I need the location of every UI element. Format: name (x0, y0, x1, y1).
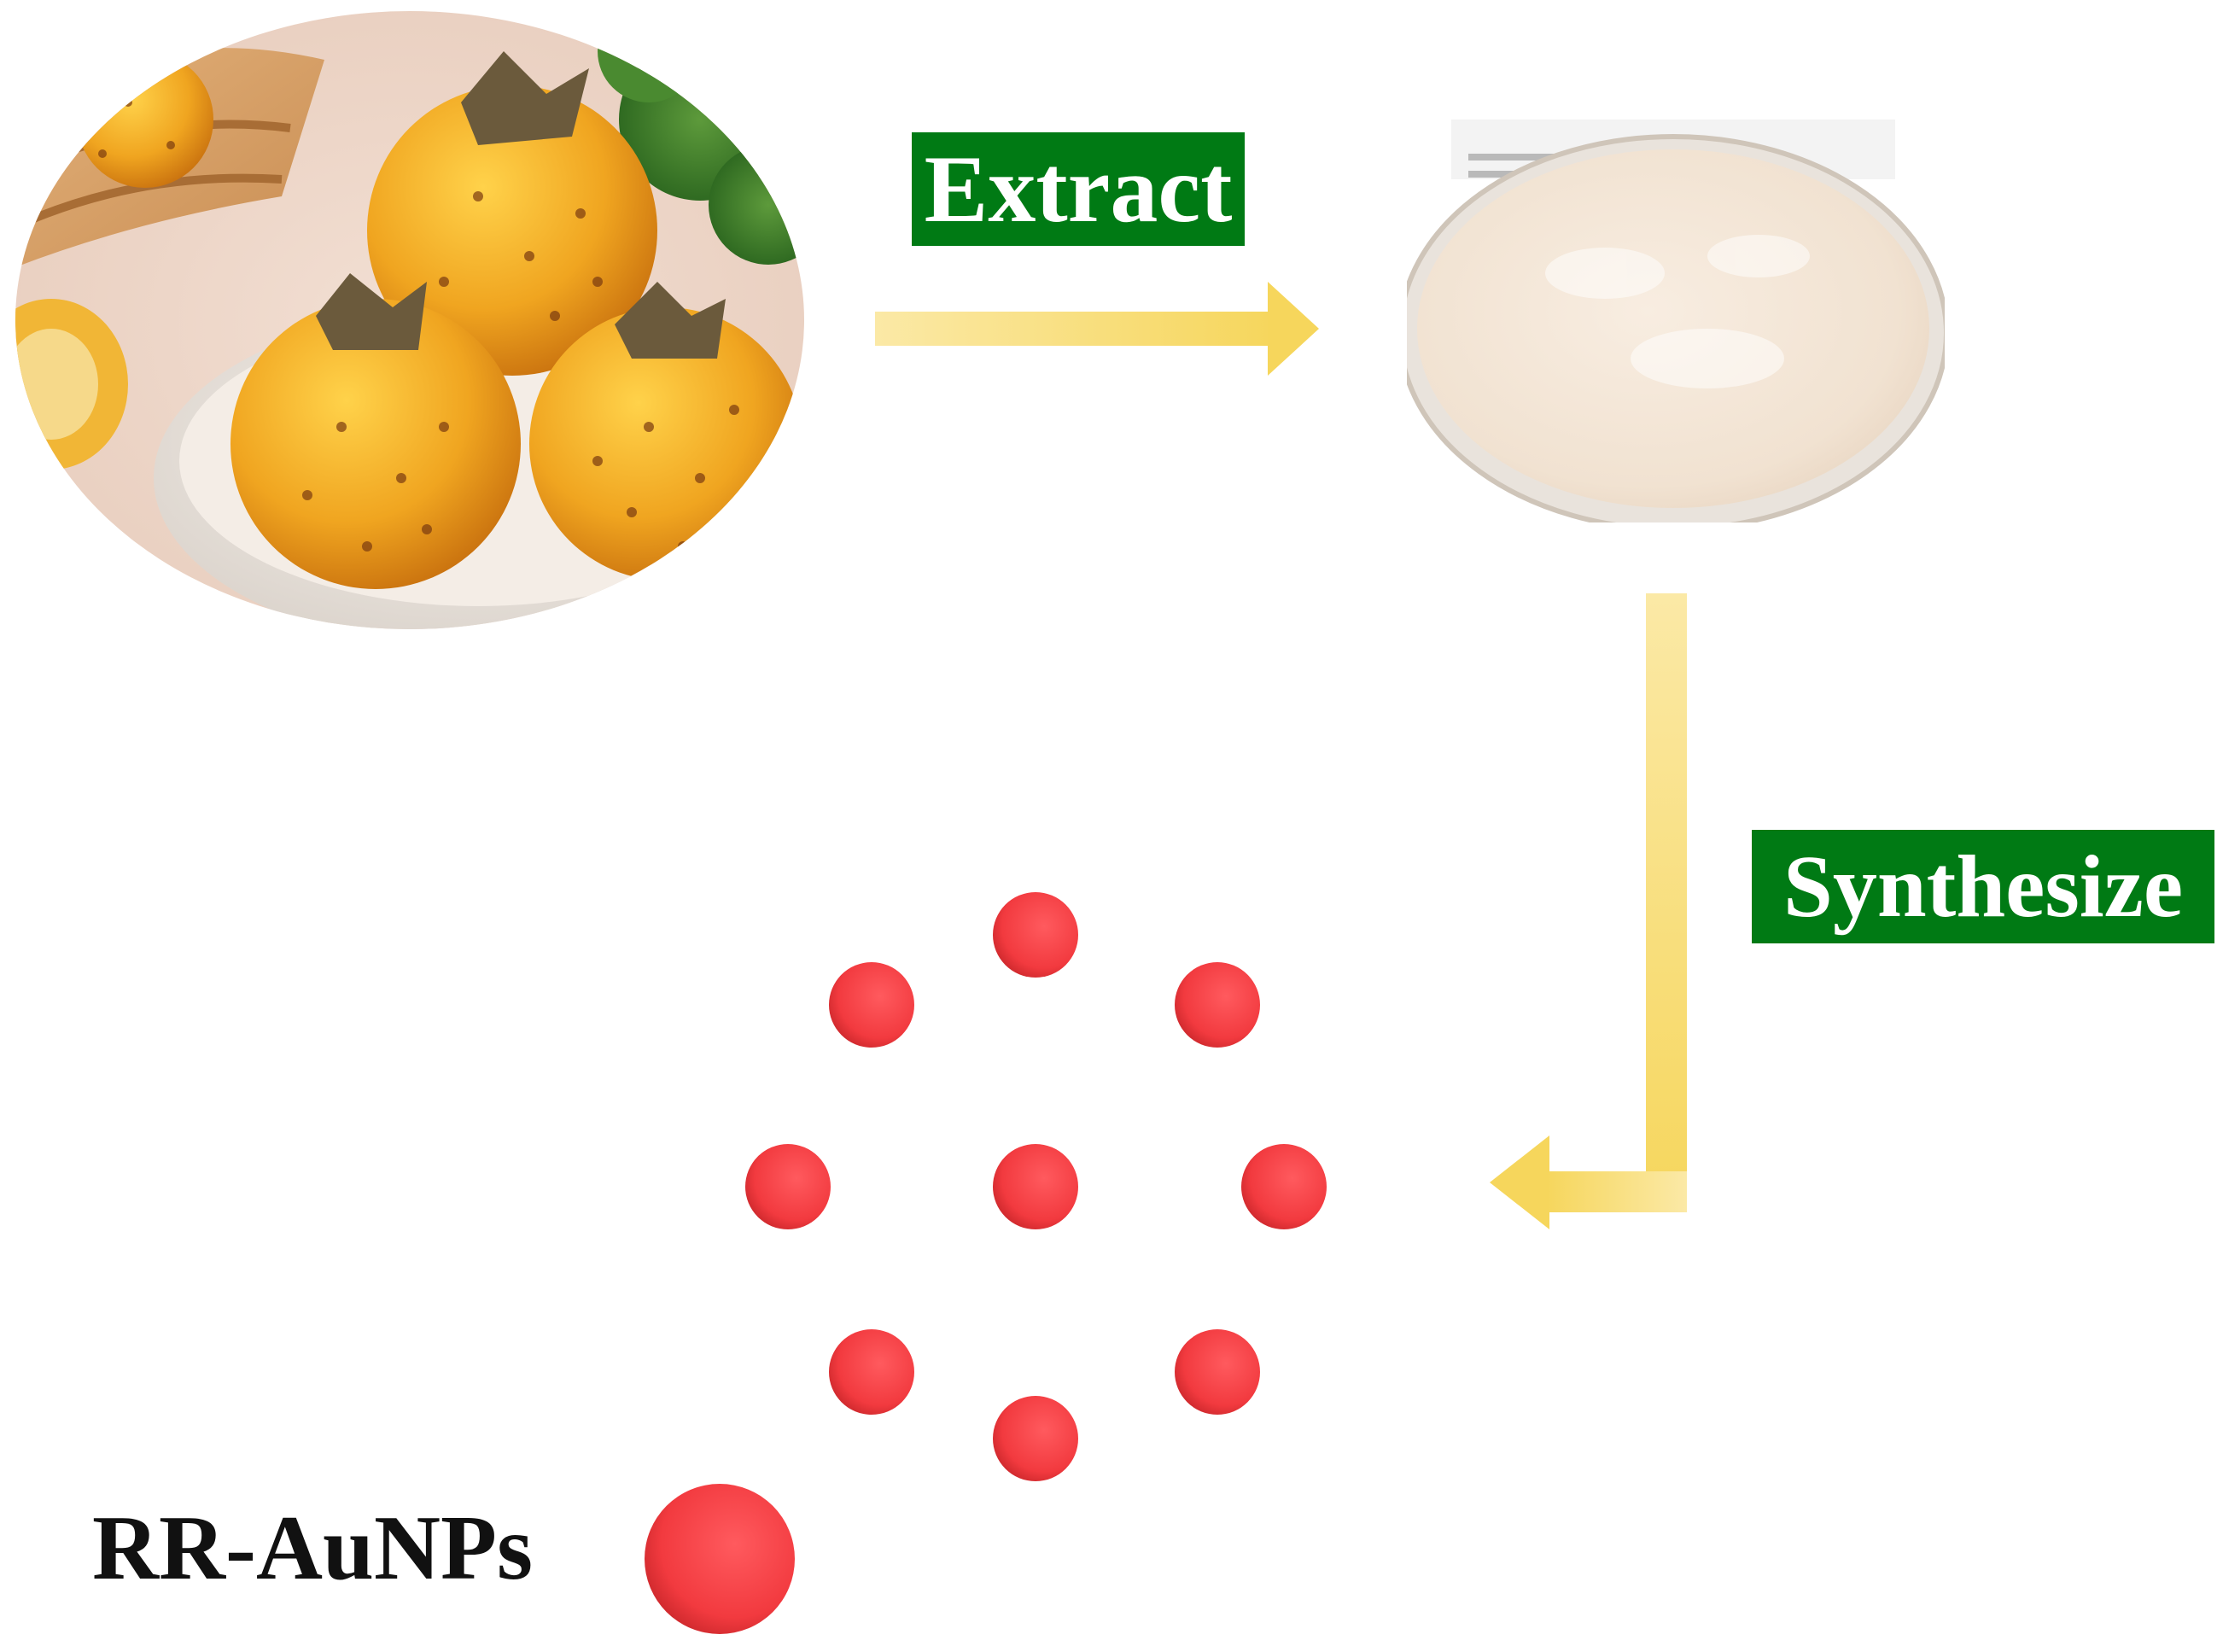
legend-particle-icon (645, 1484, 795, 1634)
extract-label: Extract (912, 132, 1245, 246)
nanoparticle-cluster (745, 892, 1327, 1481)
extract-arrow (875, 282, 1319, 376)
nanoparticle (1175, 1329, 1260, 1415)
nanoparticle (745, 1144, 831, 1229)
nanoparticle (993, 1144, 1078, 1229)
nanoparticle (829, 1329, 914, 1415)
nanoparticle (1175, 962, 1260, 1048)
nanoparticle (993, 892, 1078, 978)
nanoparticle (829, 962, 914, 1048)
synthesize-label: Synthesize (1752, 830, 2214, 943)
fruit-photo (15, 11, 804, 629)
nanoparticle (993, 1396, 1078, 1481)
powder-photo (1407, 120, 1945, 522)
synthesize-arrow (1490, 593, 1687, 1229)
nanoparticle (1241, 1144, 1327, 1229)
legend-label: RR-AuNPs (92, 1497, 534, 1599)
